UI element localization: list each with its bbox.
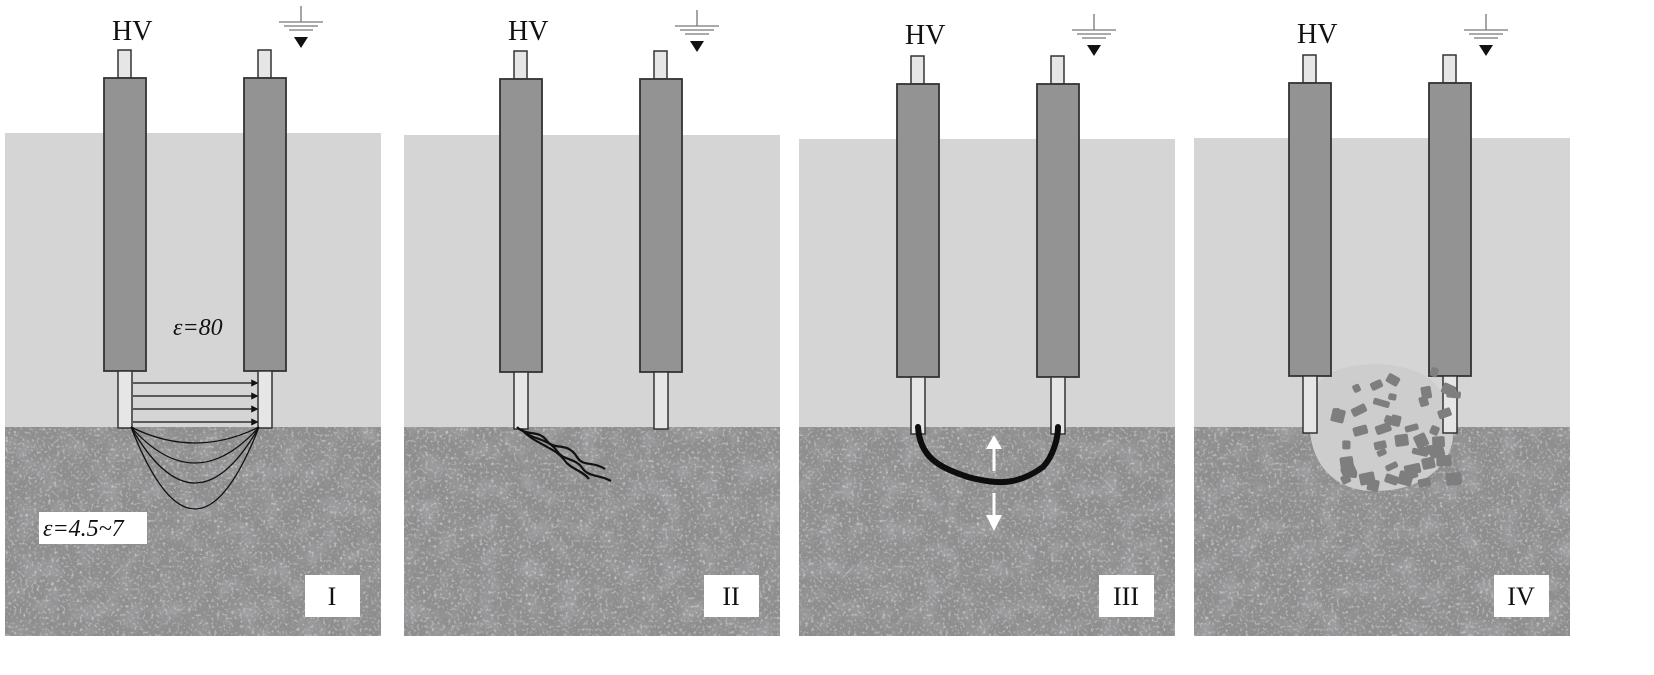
ground-symbol-icon xyxy=(675,10,719,52)
arrow-up-icon xyxy=(986,435,1002,449)
rock-fragment xyxy=(1332,407,1343,423)
rock-fragment xyxy=(1348,471,1358,479)
ground-triangle xyxy=(294,37,308,48)
plasma-channel xyxy=(915,424,1061,486)
ground-symbol-icon xyxy=(279,6,323,48)
panel-1: HV ε=80 ε=4.5~7I xyxy=(5,6,381,636)
rock-fragment xyxy=(1340,474,1352,485)
rock-fragment xyxy=(1352,383,1361,393)
ground-symbol-icon xyxy=(1464,14,1508,56)
hv-electrode-body xyxy=(1288,82,1332,377)
field-line-rock-3 xyxy=(130,426,260,510)
rock-fragment xyxy=(1445,472,1462,486)
hv-electrode-tip xyxy=(1302,375,1318,434)
hv-label: HV xyxy=(508,16,548,47)
rock-fragment xyxy=(1421,456,1436,470)
field-line-rock-0 xyxy=(130,426,260,444)
discharge-branch-1 xyxy=(520,428,612,482)
rock-fragment xyxy=(1429,425,1440,436)
rock-fragment xyxy=(1350,403,1368,417)
hv-electrode-body xyxy=(896,83,940,378)
rock-fragment xyxy=(1358,471,1376,486)
stage-label-box xyxy=(1099,575,1154,617)
ground-electrode-body xyxy=(243,77,287,372)
ground-triangle xyxy=(1479,45,1493,56)
rock-fragment xyxy=(1446,390,1461,399)
rock-fragment xyxy=(1437,407,1452,420)
ground-symbol-icon xyxy=(1072,14,1116,56)
epsilon-rock-box xyxy=(39,512,147,544)
stage-label-box xyxy=(305,575,360,617)
stage-label: I xyxy=(328,582,337,611)
hv-electrode-tip xyxy=(513,371,529,430)
water-region xyxy=(5,133,381,427)
rock-fragment xyxy=(1388,393,1397,401)
hv-electrode-cap xyxy=(910,55,925,85)
ground-electrode-cap xyxy=(1442,54,1457,84)
rock-fragment xyxy=(1394,433,1409,447)
hv-electrode-cap xyxy=(117,49,132,79)
hv-electrode-body xyxy=(499,78,543,373)
ground-electrode-body xyxy=(1428,82,1472,377)
ground-electrode-body xyxy=(639,78,683,373)
rock-fragment xyxy=(1342,440,1351,450)
rock-fragment xyxy=(1374,422,1392,435)
rock-fragment xyxy=(1390,414,1402,427)
hv-electrode-tip xyxy=(117,370,133,429)
hv-electrode-cap xyxy=(1302,54,1317,84)
rock-fragment xyxy=(1404,423,1419,433)
hv-electrode-body xyxy=(103,77,147,372)
stage-label-box xyxy=(1494,575,1549,617)
rock-fragment xyxy=(1429,367,1439,378)
discharge-branch-0 xyxy=(516,426,606,470)
stage-label: III xyxy=(1113,582,1139,611)
rock-fragment xyxy=(1372,397,1390,408)
ground-electrode-tip xyxy=(653,371,669,430)
water-region xyxy=(799,139,1175,427)
water-region xyxy=(404,135,780,427)
hv-label: HV xyxy=(1297,19,1337,50)
rock-fragment xyxy=(1352,424,1369,437)
rock-fragment xyxy=(1385,373,1401,387)
stage-label: IV xyxy=(1507,582,1535,611)
hv-electrode-cap xyxy=(513,50,528,80)
rock-fragment xyxy=(1417,477,1432,488)
rock-fragment xyxy=(1373,440,1387,451)
rock-fragment xyxy=(1436,455,1452,467)
ground-electrode-cap xyxy=(653,50,668,80)
rock-fragment xyxy=(1418,395,1430,408)
panel-2: HV II xyxy=(404,10,780,636)
ground-electrode-cap xyxy=(1050,55,1065,85)
rock-fragment xyxy=(1413,432,1430,449)
panel-4: HV IV xyxy=(1194,14,1570,636)
epsilon-water-label: ε=80 xyxy=(173,315,223,341)
rock-fragment xyxy=(1428,445,1446,459)
field-line-rock-1 xyxy=(130,426,260,464)
ground-electrode-cap xyxy=(257,49,272,79)
stage-label-box xyxy=(704,575,759,617)
ground-triangle xyxy=(690,41,704,52)
hv-label: HV xyxy=(905,20,945,51)
ground-electrode-body xyxy=(1036,83,1080,378)
rock-fragment xyxy=(1384,473,1399,486)
rock-fragment xyxy=(1376,448,1387,457)
field-line-rock-2 xyxy=(130,426,260,484)
rock-fragment xyxy=(1420,385,1433,400)
discharge-branch-2 xyxy=(522,430,590,480)
rock-fragment xyxy=(1418,445,1429,455)
ground-triangle xyxy=(1087,45,1101,56)
arrow-down-icon xyxy=(986,515,1002,531)
stage-label: II xyxy=(722,582,739,611)
rock-fragment xyxy=(1369,379,1384,391)
hv-label: HV xyxy=(112,16,152,47)
panel-3: HV III xyxy=(799,14,1175,636)
ground-electrode-tip xyxy=(257,370,273,429)
rock-fragment xyxy=(1385,461,1399,472)
rock-fragment xyxy=(1397,470,1414,487)
epsilon-rock-label: ε=4.5~7 xyxy=(43,516,125,542)
